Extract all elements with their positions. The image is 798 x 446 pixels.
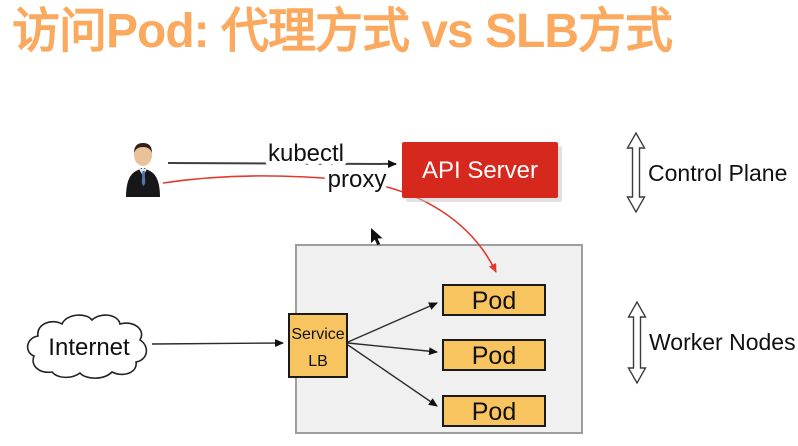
business-user-icon (126, 143, 160, 197)
lb-to-pod3-arrow (347, 344, 438, 407)
pod-3-label: Pod (472, 398, 516, 426)
kubectl-arrow (167, 159, 397, 168)
service-lb-label-line2: LB (308, 353, 328, 370)
kubectl-label: kubectl (268, 140, 344, 167)
proxy-label: proxy (328, 166, 387, 193)
worker-nodes-span-arrow (627, 300, 647, 385)
internet-cloud: Internet (26, 314, 148, 379)
pod-2-label: Pod (472, 342, 516, 370)
api-server-label: API Server (422, 157, 538, 184)
service-lb-node: Service LB (288, 313, 348, 378)
service-lb-label-line1: Service (291, 326, 344, 343)
internet-to-lb-arrow (151, 339, 284, 348)
lb-to-pod1-arrow (347, 302, 438, 343)
control-plane-label: Control Plane (648, 160, 787, 186)
internet-label: Internet (48, 334, 130, 361)
proxy-arrow (162, 175, 497, 273)
worker-nodes-label: Worker Nodes (649, 329, 796, 355)
lb-to-pod2-arrow (347, 342, 438, 356)
pod-1-label: Pod (472, 287, 516, 315)
api-server-node: API Server (402, 142, 562, 202)
pod-node-3: Pod (442, 395, 546, 427)
page-title: 访问Pod: 代理方式 vs SLB方式 (12, 5, 673, 58)
control-plane-span-arrow (626, 131, 646, 214)
pod-node-2: Pod (442, 339, 546, 371)
mouse-pointer-icon (371, 228, 383, 246)
pod-node-1: Pod (442, 284, 546, 316)
